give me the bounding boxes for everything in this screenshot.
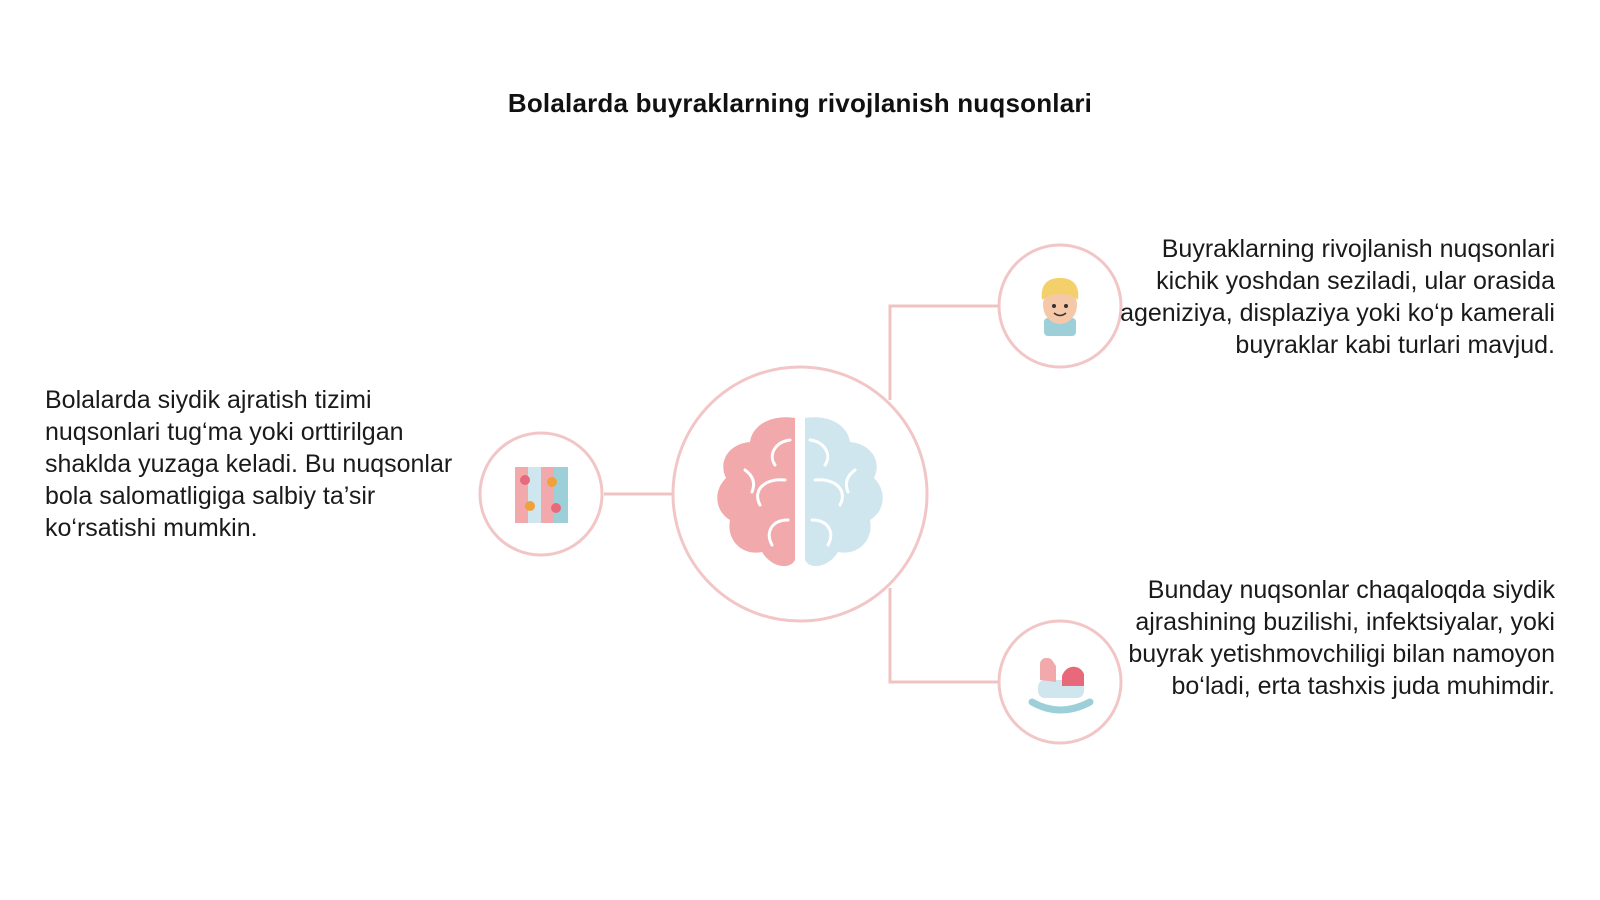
connector-lines xyxy=(604,304,998,684)
child-face-icon xyxy=(1041,278,1079,336)
left-description: Bolalarda siydik ajratish tizimi nuqsonl… xyxy=(45,386,453,542)
center-circle xyxy=(671,365,929,623)
page-title: Bolalarda buyraklarning rivojlanish nuqs… xyxy=(507,88,1093,118)
bottom-right-description: Bunday nuqsonlar chaqaloqda siydik ajras… xyxy=(1128,576,1555,700)
puzzle-icon xyxy=(515,467,568,523)
brain-icon xyxy=(717,417,883,567)
connector-bottom-right xyxy=(888,588,998,684)
connector-top-right xyxy=(888,304,998,400)
rocking-horse-icon xyxy=(1028,657,1094,714)
top-right-description: Buyraklarning rivojlanish nuqsonlari kic… xyxy=(1120,235,1555,359)
